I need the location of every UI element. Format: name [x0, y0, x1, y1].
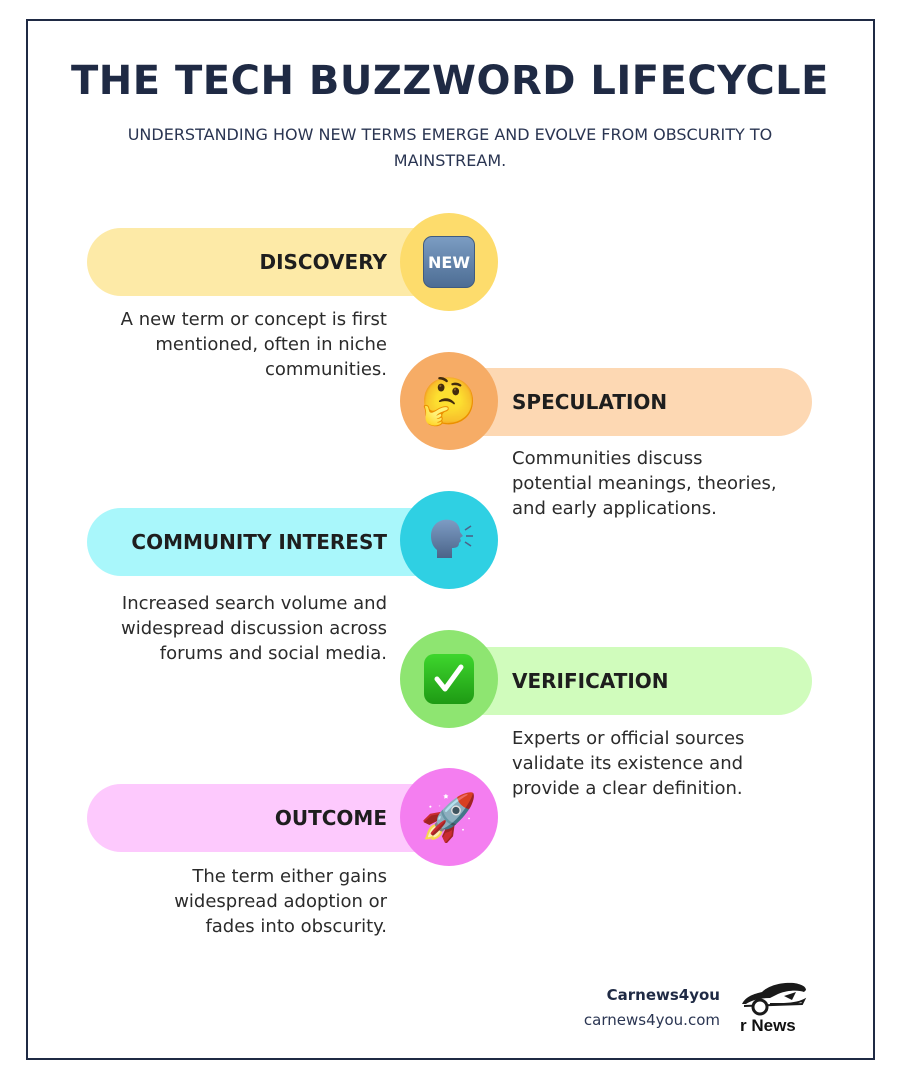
speaking-head-icon	[431, 519, 473, 558]
stage-verification-pill: VERIFICATION	[450, 647, 812, 715]
stage-discovery-description: A new term or concept is first mentioned…	[120, 309, 387, 380]
stage-speculation-label: SPECULATION	[512, 390, 668, 414]
thinking-face-icon: 🤔	[420, 374, 478, 428]
check-mark-button-icon	[424, 654, 474, 704]
stage-discovery-pill: DISCOVERY	[87, 228, 447, 296]
page-title: THE TECH BUZZWORD LIFECYCLE	[71, 58, 829, 104]
stage-community-interest-description: Increased search volume and widespread d…	[121, 593, 387, 664]
stage-speculation-pill: SPECULATION	[450, 368, 812, 436]
page-subtitle: UNDERSTANDING HOW NEW TERMS EMERGE AND E…	[100, 122, 800, 174]
stage-verification-circle	[400, 630, 498, 728]
footer-url-link[interactable]: carnews4you.com	[583, 1011, 720, 1029]
stage-community-interest-label: COMMUNITY INTEREST	[131, 530, 387, 554]
stage-outcome-description: The term either gains widespread adoptio…	[174, 866, 387, 937]
stage-community-interest-pill: COMMUNITY INTEREST	[87, 508, 447, 576]
stage-outcome-circle: 🚀	[400, 768, 498, 866]
stage-community-interest-circle	[400, 491, 498, 589]
subtitle-line-2: MAINSTREAM.	[393, 151, 507, 170]
car-icon	[742, 982, 807, 1016]
stage-discovery-circle: NEW	[400, 213, 498, 311]
new-button-icon: NEW	[423, 236, 475, 288]
stage-outcome-pill: OUTCOME	[87, 784, 447, 852]
footer-brand-name: Carnews4you	[606, 986, 720, 1004]
brand-logo: r News	[740, 980, 810, 1038]
subtitle-line-1: UNDERSTANDING HOW NEW TERMS EMERGE AND E…	[127, 125, 773, 144]
logo-text: r News	[740, 1016, 796, 1035]
stage-outcome-label: OUTCOME	[274, 806, 387, 830]
stage-speculation-circle: 🤔	[400, 352, 498, 450]
stage-speculation-description: Communities discuss potential meanings, …	[512, 448, 777, 519]
stage-verification-label: VERIFICATION	[512, 669, 669, 693]
stage-discovery-label: DISCOVERY	[259, 250, 387, 274]
rocket-icon: 🚀	[420, 790, 478, 844]
stage-verification-description: Experts or official sources validate its…	[512, 728, 745, 799]
